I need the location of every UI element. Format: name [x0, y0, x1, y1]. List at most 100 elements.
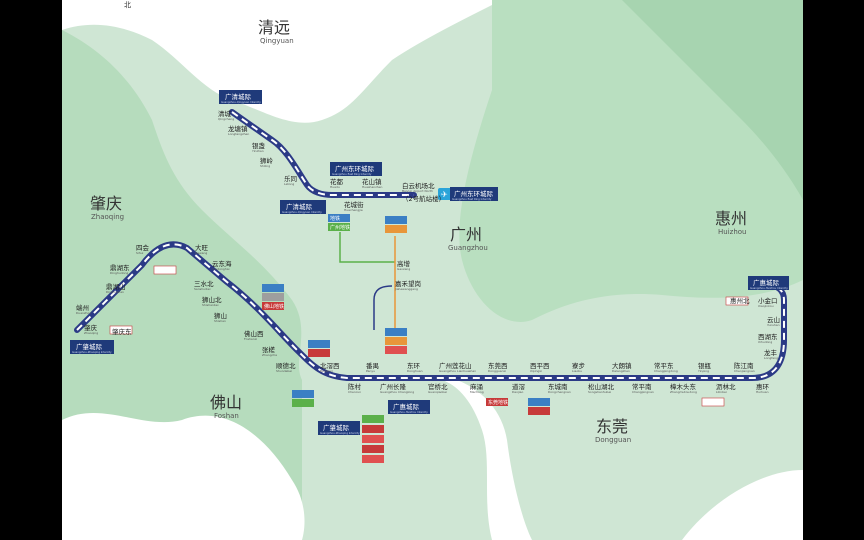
svg-text:Guangzhou-Huizhou Intercity: Guangzhou-Huizhou Intercity: [750, 286, 788, 290]
svg-text:Guangzhou-Huizhou Intercity: Guangzhou-Huizhou Intercity: [390, 410, 428, 414]
intercity-main-line-inner: [76, 243, 785, 379]
station-label-en: Liaobu: [572, 369, 582, 373]
station-label-en: Daojiao: [512, 390, 523, 394]
station-label: 顺德北: [276, 361, 296, 370]
city-label: 清远: [258, 18, 290, 37]
station-label-en: Baiyun Airport North: [402, 189, 433, 193]
station-labels: 清城Qingcheng龙塘镇Longtangzhen银盏Yinzhan狮岭Shi…: [76, 109, 780, 394]
transfer-tag: [528, 398, 550, 415]
city-label-en: Guangzhou: [448, 244, 488, 252]
station-label: 端州: [76, 303, 89, 312]
svg-text:广清城际: 广清城际: [286, 202, 313, 211]
station-label: 白云机场北: [402, 181, 435, 190]
station-label: 鼎湖东: [110, 263, 130, 272]
station-label: 番禺: [366, 362, 379, 370]
station-label: 松山湖北: [588, 382, 615, 391]
station-label: 东莞西: [488, 361, 508, 370]
station-label-en: Chencun: [348, 390, 361, 394]
city-label: 东莞: [596, 417, 628, 436]
svg-text:Guangzhou-Qingyuan Intercity: Guangzhou-Qingyuan Intercity: [221, 100, 261, 104]
city-label: 肇庆: [90, 194, 122, 213]
station-label: 北滘西: [320, 361, 340, 370]
station-label: 沥林北: [716, 382, 736, 391]
station-label: 肇庆东: [112, 327, 132, 336]
station-label-en: Xiaojinkou: [758, 304, 774, 308]
station-label: 陈江南: [734, 361, 754, 370]
station-label: 道滘: [512, 382, 526, 391]
station-label-en: Yunshan: [767, 323, 780, 327]
svg-text:广州东环城际: 广州东环城际: [335, 164, 375, 173]
station-label: 银盏: [252, 141, 266, 150]
station-label-en: Donghuan: [407, 369, 423, 373]
svg-text:广州地铁: 广州地铁: [330, 224, 350, 231]
western-hills: [62, 30, 302, 540]
station-label: 花都: [330, 177, 344, 186]
svg-text:地铁: 地铁: [330, 215, 340, 222]
station-label-en: Guangzhou Lianhuashan: [439, 369, 476, 373]
station-label-en: Foshanxi: [244, 337, 257, 341]
station-label-en: Changpingnan: [632, 390, 654, 394]
station-label: 高增: [397, 259, 410, 268]
pearl-river: [442, 380, 532, 540]
station-label-en: Dinghushan: [106, 290, 124, 294]
station-label-en: Beijiaoxi: [320, 369, 333, 373]
station-label-en: Jiahewanggang: [394, 287, 418, 291]
station-label: 狮岭: [260, 156, 274, 165]
station-label: 陈村: [348, 382, 362, 391]
svg-text:广惠城际: 广惠城际: [753, 278, 780, 287]
station-label-en: Yinping: [698, 369, 709, 373]
station-label: 常平南: [632, 382, 652, 391]
metro-line-blue: [373, 285, 393, 330]
station-label: 惠州北: [730, 296, 750, 305]
station-label-en: Dongguanxi: [488, 369, 506, 373]
svg-text:Guangzhou East Ring Intercity: Guangzhou East Ring Intercity: [332, 172, 372, 176]
svg-text:广肇城际: 广肇城际: [76, 342, 103, 351]
station-label-en: Gaozeng: [397, 267, 410, 271]
station-label-en: Yundonghai: [212, 267, 230, 271]
svg-text:佛山地铁: 佛山地铁: [264, 303, 284, 310]
city-label-en: Foshan: [214, 412, 239, 420]
station-label-en: Machong: [470, 390, 484, 394]
city-label: 惠州: [715, 209, 747, 228]
station-label-en: Changpingdong: [654, 369, 678, 373]
station-label: 西平西: [530, 362, 550, 370]
svg-text:Guangzhou-Zhaoqing Intercity: Guangzhou-Zhaoqing Intercity: [320, 431, 360, 435]
rail-map: 清远 Qingyuan 肇庆 Zhaoqing 广州 Guangzhou 惠州 …: [62, 0, 803, 540]
north-plain: [62, 0, 502, 123]
station-label: 云东海: [212, 259, 232, 268]
metro-line-green: [339, 232, 395, 263]
station-label: 嘉禾望岗: [395, 279, 421, 288]
station-label-en: Longfeng: [764, 356, 778, 360]
station-label-en: Duanzhou: [76, 311, 91, 315]
station-label: 清城: [218, 109, 232, 118]
station-label-en: Lilinbei: [716, 390, 727, 394]
station-label-en: Letong: [284, 182, 294, 186]
station-label: 狮山北: [202, 295, 222, 304]
station-label: 大朗镇: [612, 361, 632, 370]
station-label-en: Dinghudong: [110, 271, 128, 275]
station-label: 龙丰: [764, 348, 778, 357]
station-label-en: Huachengjie: [344, 208, 363, 212]
svg-text:广惠城际: 广惠城际: [393, 402, 420, 411]
city-label: 佛山: [210, 393, 242, 412]
station-label-en: Xihudong: [758, 340, 772, 344]
station-label-en: Zhangcha: [262, 353, 277, 357]
station-label: 张槎: [262, 345, 276, 354]
transfer-tag: [308, 340, 330, 357]
svg-text:广肇城际: 广肇城际: [323, 423, 350, 432]
station-label: 龙塘镇: [228, 124, 248, 133]
station-label: 麻涌: [470, 382, 483, 391]
station-label-en: Shiling: [260, 164, 270, 168]
station-label: 鼎湖山: [106, 282, 126, 291]
station-label-en: Shundebei: [276, 369, 292, 373]
station-label-en: Guanqiaobei: [428, 390, 447, 394]
station-label-en: Sanshuibei: [194, 287, 211, 291]
station-label-en: Shishanbei: [202, 303, 219, 307]
